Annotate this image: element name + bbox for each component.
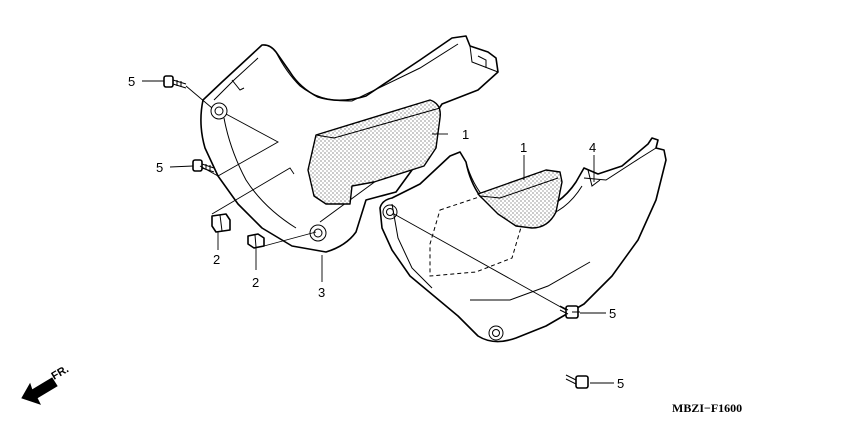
grommet-2-left: [211, 213, 231, 233]
callout-4: 4: [589, 140, 596, 155]
callout-5-middle: 5: [156, 160, 163, 175]
callout-5-bottom: 5: [617, 376, 624, 391]
front-direction-arrow: FR.: [21, 363, 71, 405]
callout-1-right-pad: 1: [520, 140, 527, 155]
leader-lines: [142, 80, 614, 384]
figure-code: MBZI−F1600: [672, 401, 742, 415]
side-cover-right: [379, 137, 667, 343]
callout-2-left: 2: [213, 252, 220, 267]
bolt-5-right: [559, 305, 580, 319]
callouts: 5 5 1 1 4 2 2 3 5 5: [128, 74, 624, 391]
bolt-5-bottom: [565, 374, 589, 389]
bolt-5-upper: [163, 75, 187, 89]
arrow-icon: [21, 377, 58, 405]
callout-2-right: 2: [252, 275, 259, 290]
callout-3: 3: [318, 285, 325, 300]
pad-right: [477, 169, 563, 229]
callout-1-left-pad: 1: [462, 127, 469, 142]
grommet-2-right: [247, 233, 265, 249]
callout-5-right: 5: [609, 306, 616, 321]
pad-left: [307, 99, 441, 205]
callout-5-upper: 5: [128, 74, 135, 89]
front-label: FR.: [50, 363, 71, 382]
